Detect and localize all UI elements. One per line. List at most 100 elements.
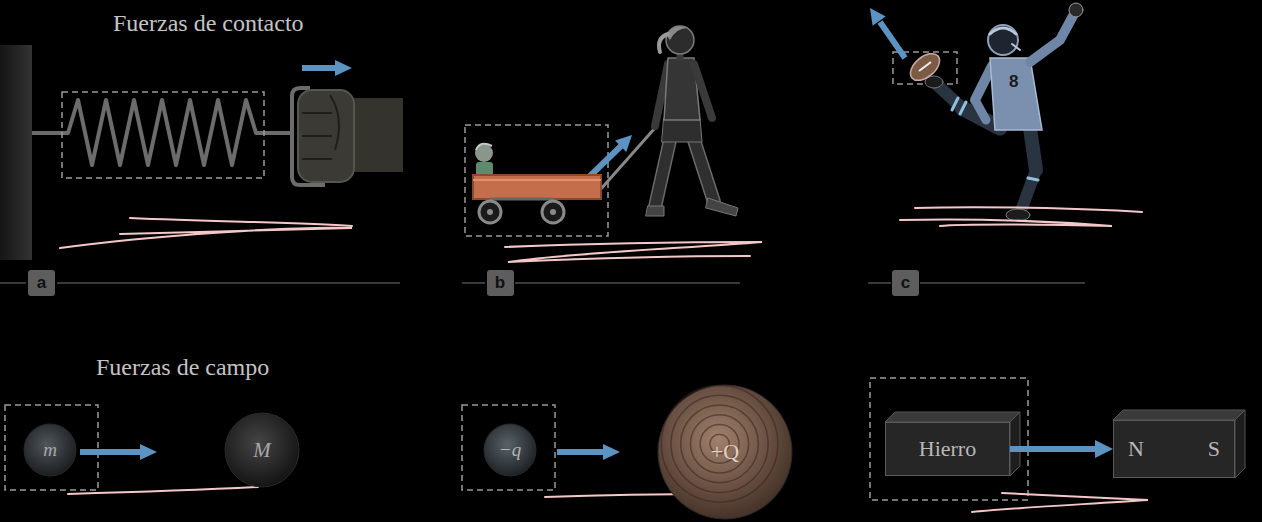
football-player: [1069, 3, 1083, 17]
block-label: S: [1208, 436, 1220, 462]
section-heading: Fuerzas de contacto: [113, 10, 304, 37]
football-player: [990, 58, 1042, 130]
football-player: [1022, 170, 1036, 208]
fist: [298, 90, 354, 182]
panel-baseline: [462, 282, 485, 284]
wagon: [473, 175, 601, 199]
panel-baseline: [0, 282, 26, 284]
dashed-outline: [5, 52, 1028, 500]
wagon: [479, 201, 501, 223]
dashed-outline: [462, 405, 555, 490]
force-arrow: [302, 65, 336, 71]
symbol-label: −q: [499, 439, 521, 461]
symbol-label: +Q: [711, 439, 739, 465]
force-arrow: [1010, 446, 1104, 452]
woman: [646, 26, 738, 216]
football-player: [1030, 14, 1074, 62]
mass-sphere: m: [23, 423, 77, 477]
dashed-outline: [62, 92, 264, 178]
sphere-fill: [225, 413, 299, 487]
football-player: [975, 66, 992, 100]
woman: [655, 140, 670, 207]
block-face: [1113, 410, 1245, 420]
fist: [298, 90, 403, 182]
symbol-label: m: [43, 439, 57, 461]
woman: [667, 26, 688, 40]
sphere-fill: [484, 424, 536, 476]
wagon: [475, 144, 493, 162]
fist: [330, 95, 339, 150]
block-label: Hierro: [919, 436, 976, 462]
wall: [0, 45, 32, 260]
sphere-fill: [658, 385, 792, 519]
woman: [655, 140, 670, 207]
football-player: [990, 28, 1016, 34]
section-heading-text: Fuerzas de contacto: [113, 10, 304, 36]
panel-baseline: [57, 282, 400, 284]
sphere-ring: [671, 395, 768, 492]
dashed-outline: [870, 378, 1028, 500]
annotation-scribble: [60, 207, 1148, 512]
annotation-scribble: [505, 242, 762, 262]
sphere-ring: [690, 415, 748, 473]
panel-baseline: [868, 282, 891, 284]
annotation-scribble: [972, 493, 1148, 512]
wagon: [600, 128, 655, 190]
wagon: [476, 144, 492, 150]
fist: [302, 113, 332, 159]
woman: [659, 34, 668, 52]
football: [906, 48, 945, 85]
magnet-block: NS: [1113, 420, 1235, 478]
dashed-outline: [465, 125, 608, 236]
wall: [0, 45, 32, 260]
sphere-fill: [24, 424, 76, 476]
annotation-scribble: [68, 487, 258, 494]
wagon: [542, 201, 564, 223]
force-arrow: [603, 444, 620, 460]
woman: [694, 140, 714, 202]
woman: [666, 26, 694, 54]
football-player: [1028, 178, 1038, 180]
wagon: [487, 209, 493, 215]
football-player: [975, 100, 986, 120]
block-face: [1235, 410, 1245, 478]
panel-baseline: [515, 282, 740, 284]
dashed-outline: [5, 405, 98, 490]
woman: [694, 64, 712, 118]
panel-letter: c: [901, 273, 910, 293]
force-arrow: [615, 135, 632, 152]
sphere-ring: [681, 405, 759, 483]
force-arrow: [335, 60, 352, 76]
annotation-scribble: [60, 228, 352, 248]
block-face: [1010, 412, 1020, 476]
section-heading: Fuerzas de campo: [96, 354, 269, 381]
wagon: [490, 198, 553, 201]
panel-letter: b: [495, 273, 505, 293]
football-player: [925, 3, 1083, 221]
wagon: [473, 128, 655, 223]
wagon: [550, 209, 556, 215]
force-arrow: [870, 8, 886, 26]
woman: [706, 198, 738, 216]
mass-sphere: M: [224, 412, 300, 488]
jersey-number-text: 8: [1009, 72, 1018, 91]
force-arrow: [880, 22, 905, 58]
annotation-scribble: [130, 218, 352, 226]
charge-sphere: −q: [483, 423, 537, 477]
football: [906, 48, 945, 85]
force-arrow: [140, 444, 157, 460]
panel-baseline: [0, 282, 1085, 284]
panel-baseline: [920, 282, 1085, 284]
football-player: [952, 98, 958, 110]
block-label: N: [1128, 436, 1144, 462]
woman: [662, 118, 702, 142]
force-arrow: [80, 449, 141, 455]
woman: [646, 206, 664, 216]
woman: [694, 140, 714, 202]
block-face: [885, 412, 1020, 422]
wagon: [473, 179, 601, 181]
panel-letter: a: [37, 273, 46, 293]
